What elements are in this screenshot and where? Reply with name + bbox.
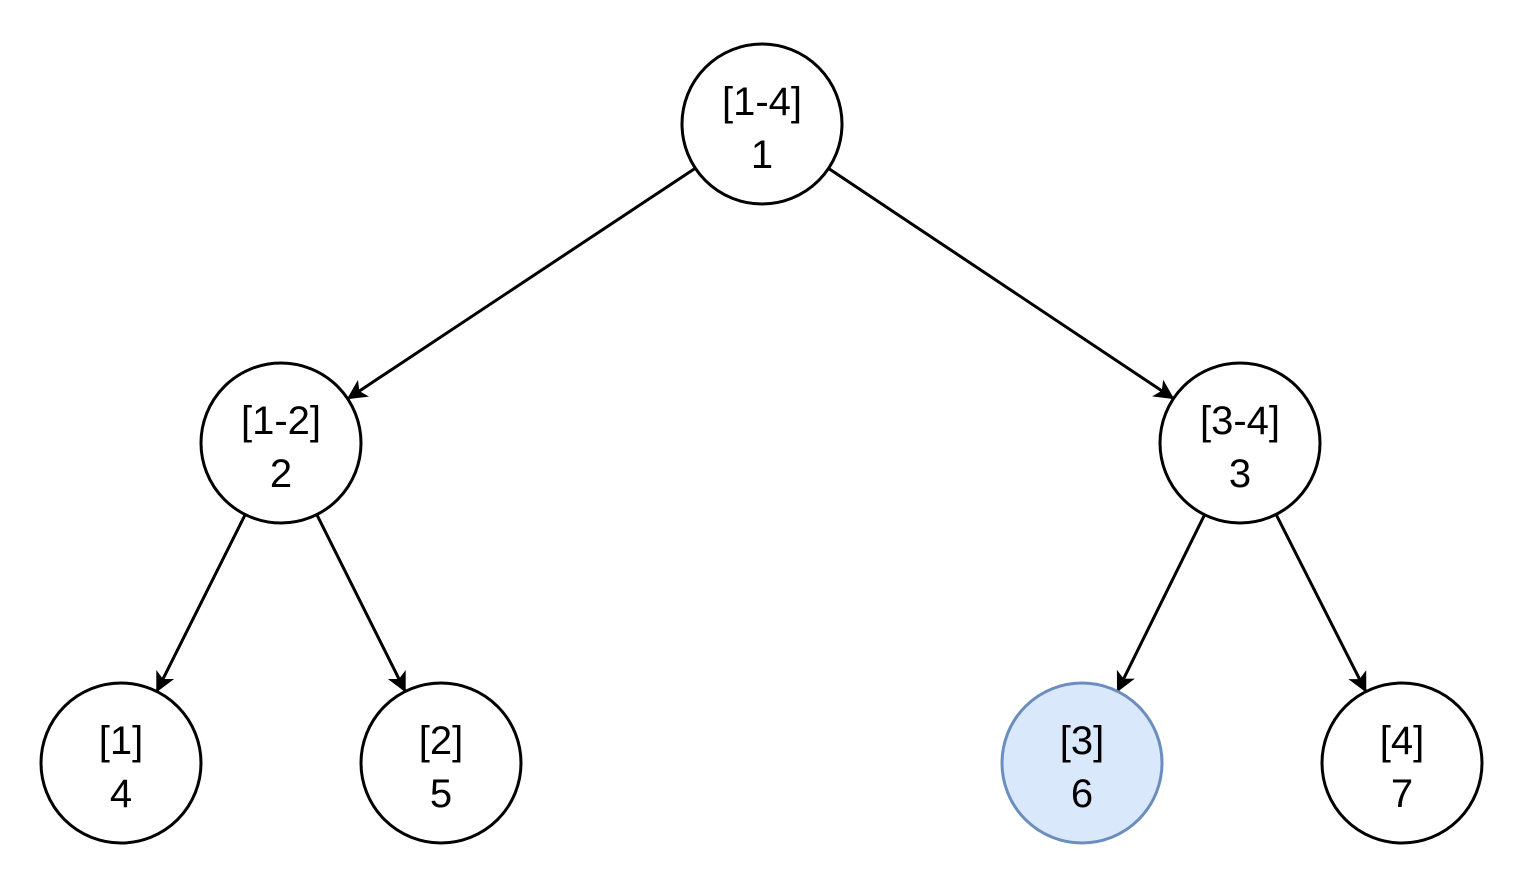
edge-1-to-3 bbox=[827, 167, 1175, 400]
tree-node-5: [2]5 bbox=[359, 681, 523, 845]
node-circle bbox=[39, 681, 203, 845]
highlighted-node-circle bbox=[1000, 681, 1164, 845]
edge-3-to-7 bbox=[1274, 513, 1367, 693]
tree-node-6: [3]6 bbox=[1000, 681, 1164, 845]
node-circle bbox=[1158, 361, 1322, 525]
node-index-label: 7 bbox=[1391, 772, 1413, 816]
edges-layer bbox=[155, 166, 1367, 693]
node-range-label: [4] bbox=[1380, 719, 1424, 763]
node-range-label: [1-4] bbox=[722, 80, 802, 124]
node-circle bbox=[680, 42, 844, 206]
node-index-label: 5 bbox=[430, 772, 452, 816]
node-circle bbox=[199, 361, 363, 525]
edge-2-to-4 bbox=[155, 513, 247, 693]
node-index-label: 4 bbox=[110, 772, 132, 816]
node-index-label: 3 bbox=[1229, 452, 1251, 496]
tree-node-2: [1-2] 2 bbox=[199, 361, 363, 525]
node-range-label: [3-4] bbox=[1200, 399, 1280, 443]
edge-2-to-5 bbox=[315, 513, 407, 693]
nodes-layer: [1-4]1[1-2]2[3-4]3[1]4[2]5[3]6[4]7 bbox=[39, 42, 1484, 845]
node-index-label: 1 bbox=[751, 133, 773, 177]
node-range-label: [2] bbox=[419, 719, 463, 763]
node-index-label: 2 bbox=[270, 452, 292, 496]
edge-3-to-6 bbox=[1116, 514, 1206, 693]
edge-1-to-2 bbox=[346, 166, 697, 400]
node-range-label: [3] bbox=[1060, 719, 1104, 763]
tree-node-3: [3-4] 3 bbox=[1158, 361, 1322, 525]
tree-node-7: [4]7 bbox=[1320, 681, 1484, 845]
tree-node-1: [1-4] 1 bbox=[680, 42, 844, 206]
node-circle bbox=[1320, 681, 1484, 845]
node-range-label: [1] bbox=[99, 719, 143, 763]
node-circle bbox=[359, 681, 523, 845]
node-range-label: [1-2] bbox=[241, 399, 321, 443]
tree-node-4: [1]4 bbox=[39, 681, 203, 845]
node-index-label: 6 bbox=[1071, 772, 1093, 816]
